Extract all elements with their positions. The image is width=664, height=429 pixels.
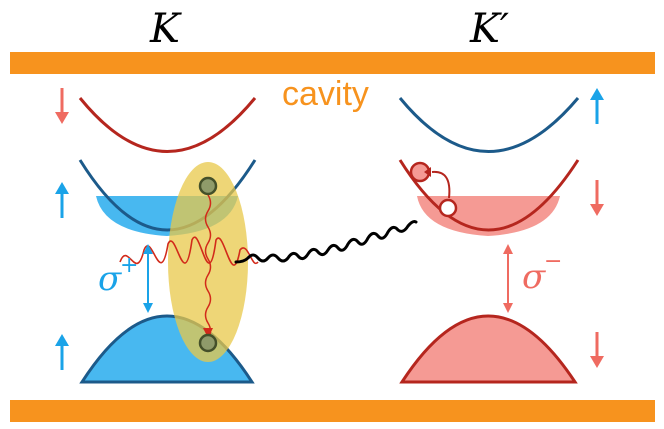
up-arrow-icon (590, 88, 604, 124)
bottom-cavity-mirror (10, 400, 655, 422)
sigma-minus-arrow-top (503, 244, 513, 254)
sigma-minus-arrow-bottom (503, 303, 513, 313)
k-upper-conduction-band (78, 97, 257, 153)
valley-label-k-prime: K′ (469, 6, 509, 52)
kprime-hole (438, 198, 458, 218)
sigma-plus-label: σ (98, 259, 122, 299)
k-hole (198, 333, 218, 353)
kprime-upper-conduction-band (398, 97, 580, 153)
sigma-minus-label: σ (522, 257, 546, 297)
top-cavity-mirror (10, 52, 655, 74)
valley-label-k: K (149, 6, 182, 52)
kprime-valence-band (399, 314, 578, 384)
interband-transition-line (204, 194, 212, 349)
up-arrow-icon (55, 334, 69, 370)
sigma-plus-arrow-bottom (143, 303, 153, 313)
scattering-curved-arrow (431, 170, 451, 199)
cavity-label: cavity (282, 75, 369, 113)
sigma-plus-sup: + (120, 253, 138, 278)
sigma-plus-arrow-top (143, 244, 153, 254)
polariton-field-wave (119, 236, 259, 266)
down-arrow-icon (590, 180, 604, 216)
down-arrow-icon (590, 332, 604, 368)
kprime-lower-conduction-band (398, 159, 580, 232)
down-arrow-icon (55, 88, 69, 124)
up-arrow-icon (55, 182, 69, 218)
sigma-minus-sup: − (544, 249, 562, 274)
cavity-photon-wave (234, 220, 418, 264)
k-electron (198, 176, 218, 196)
scattering-arrowhead (424, 167, 431, 177)
transition-arrowhead (203, 328, 213, 338)
